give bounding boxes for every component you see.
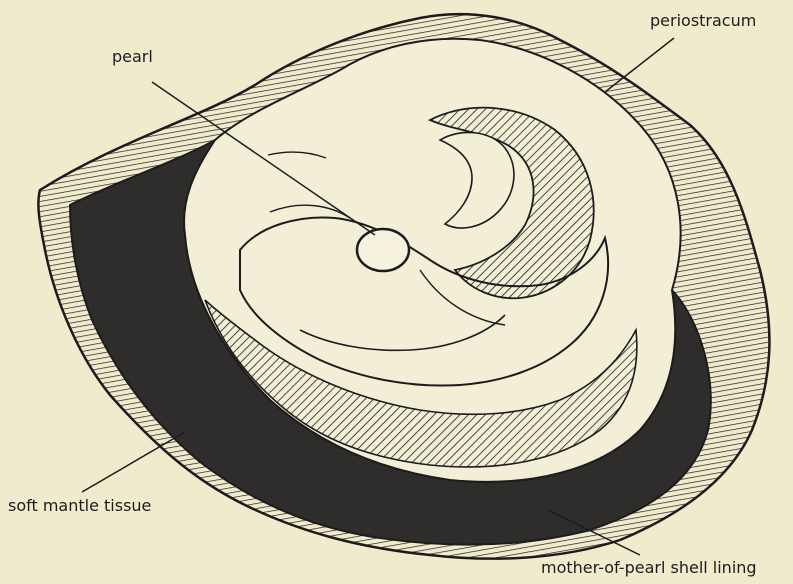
periostracum-label: periostracum [650,12,756,30]
mother-of-pearl-label: mother-of-pearl shell lining [541,559,757,577]
mantle-leader-line [82,432,185,492]
periostracum-leader-line [605,38,674,92]
pearl-label: pearl [112,48,153,66]
pearl [357,229,409,271]
soft-mantle-tissue-label: soft mantle tissue [8,497,151,515]
